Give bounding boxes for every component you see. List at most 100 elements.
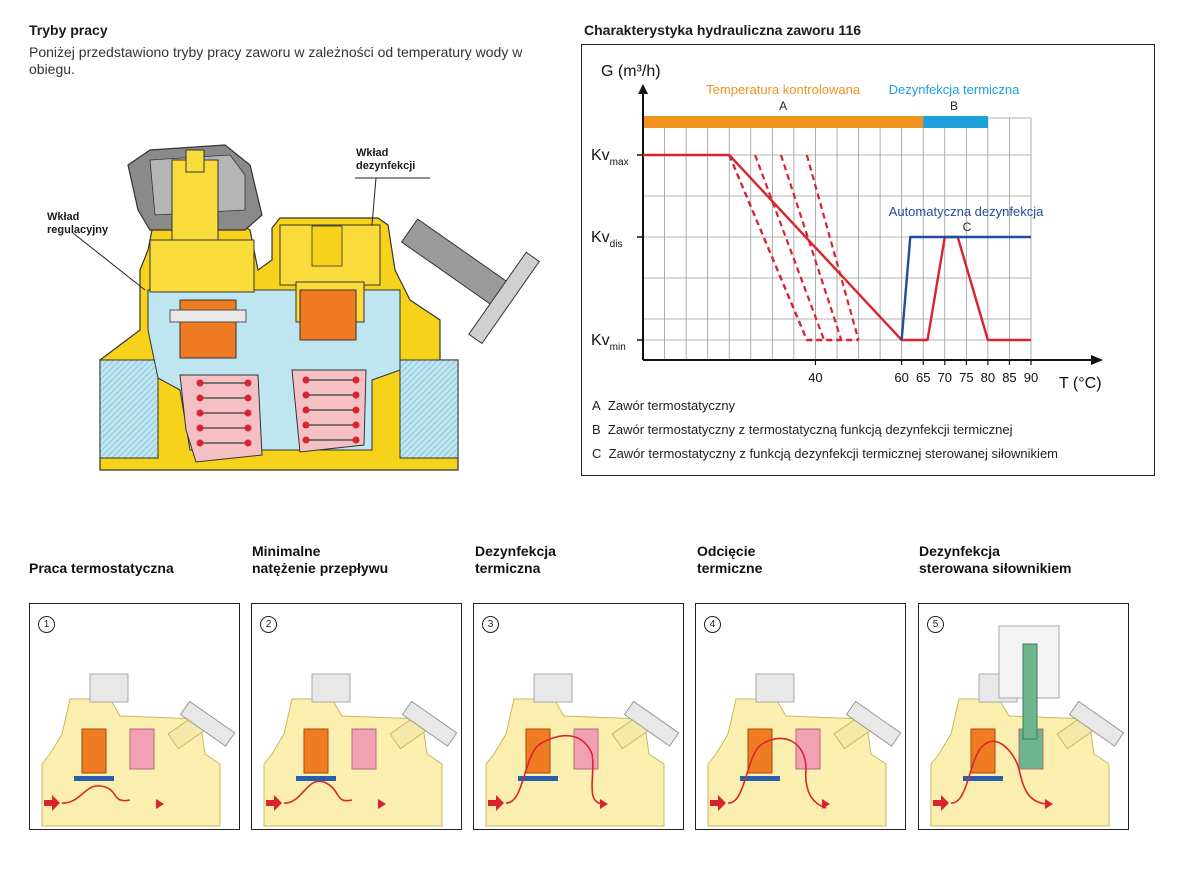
- flow-in-arrow-icon: [266, 795, 282, 811]
- mini-valve-diagram: [707, 673, 902, 827]
- mode-title-4: Odcięcie termiczne: [697, 543, 763, 576]
- mode-number-2: 2: [260, 616, 277, 633]
- disinfection-insert-label: Wkład dezynfekcji: [356, 147, 416, 172]
- annotation-letter: C: [963, 220, 972, 234]
- intro-text: Poniżej przedstawiono tryby pracy zaworu…: [29, 44, 523, 77]
- band-controlled-temperature: [643, 116, 924, 128]
- x-tick-label: 70: [938, 370, 952, 385]
- x-axis-title: T (°C): [1059, 375, 1102, 392]
- mode-number-1: 1: [38, 616, 55, 633]
- spring-coil: [352, 391, 360, 399]
- annotation-label: Automatyczna dezynfekcja: [889, 204, 1044, 219]
- mini-gauge: [833, 700, 902, 750]
- mini-disinfection-plug: [129, 728, 155, 770]
- mini-cap: [311, 673, 351, 703]
- mini-orange-plug: [303, 728, 329, 774]
- mini-actuator-stem: [1022, 643, 1038, 740]
- mode-panel-3: 3: [473, 603, 684, 830]
- spring-coil: [196, 409, 204, 417]
- page-title: Tryby pracy: [29, 22, 108, 38]
- flow-out-arrow-icon: [822, 799, 830, 809]
- x-axis-arrow: [1091, 355, 1103, 365]
- mini-valve-diagram: [263, 673, 458, 827]
- legend-c: C Zawór termostatyczny z funkcją dezynfe…: [592, 446, 1059, 461]
- flow-path: [61, 785, 131, 804]
- spring-coil: [244, 439, 252, 447]
- mini-orange-plug: [747, 728, 773, 774]
- band-b-letter: B: [950, 99, 958, 113]
- series-line-2: [900, 235, 1031, 341]
- spring-coil: [302, 391, 310, 399]
- chart-title: Charakterystyka hydrauliczna zaworu 116: [584, 22, 862, 38]
- flow-in-arrow-icon: [44, 795, 60, 811]
- mini-seal: [518, 776, 558, 781]
- y-tick-label: Kvdis: [591, 229, 622, 250]
- mini-cap: [533, 673, 573, 703]
- mini-seal: [740, 776, 780, 781]
- flow-path: [283, 780, 353, 804]
- series-dashed-fan-2: [779, 154, 843, 341]
- mini-orange-plug: [81, 728, 107, 774]
- mode-title-1: Praca termostatyczna: [29, 560, 174, 576]
- x-tick-label: 80: [981, 370, 995, 385]
- spring-coil: [244, 409, 252, 417]
- band-a-letter: A: [779, 99, 787, 113]
- mini-disinfection-plug: [795, 728, 821, 770]
- mode-number-4: 4: [704, 616, 721, 633]
- flow-out-arrow-icon: [600, 799, 608, 809]
- flow-path: [950, 740, 1050, 805]
- x-tick-label: 60: [894, 370, 908, 385]
- mini-seal: [296, 776, 336, 781]
- y-axis-title: G (m³/h): [601, 63, 661, 80]
- spring-coil: [302, 421, 310, 429]
- flow-in-arrow-icon: [710, 795, 726, 811]
- mini-valve-diagram: [930, 625, 1125, 827]
- mini-orange-plug: [970, 728, 996, 774]
- mini-seal: [74, 776, 114, 781]
- flow-out-arrow-icon: [1045, 799, 1053, 809]
- spring-coil: [196, 394, 204, 402]
- mini-valve-diagram: [485, 673, 680, 827]
- y-axis-arrow: [638, 84, 648, 94]
- series-dashed-fan-3: [805, 154, 860, 341]
- mode-title-3: Dezynfekcja termiczna: [475, 543, 556, 576]
- spring-coil: [352, 436, 360, 444]
- spring-coil: [352, 406, 360, 414]
- spring-coil: [302, 376, 310, 384]
- flow-in-arrow-icon: [933, 795, 949, 811]
- x-tick-label: 40: [808, 370, 822, 385]
- mode-number-3: 3: [482, 616, 499, 633]
- x-tick-label: 75: [959, 370, 973, 385]
- x-tick-label: 90: [1024, 370, 1038, 385]
- mini-gauge: [167, 700, 236, 750]
- x-tick-label: 85: [1002, 370, 1016, 385]
- chart-frame: [581, 44, 1155, 476]
- band-b-label: Dezynfekcja termiczna: [889, 82, 1021, 97]
- flow-out-arrow-icon: [378, 799, 386, 809]
- mini-gauge: [389, 700, 458, 750]
- mini-cap: [755, 673, 795, 703]
- band-a-label: Temperatura kontrolowana: [706, 82, 861, 97]
- mini-seal: [963, 776, 1003, 781]
- flow-path: [727, 737, 827, 809]
- y-tick-label: Kvmin: [591, 332, 626, 353]
- spring-coil: [244, 379, 252, 387]
- spring-coil: [196, 379, 204, 387]
- mini-valve-diagram: [41, 673, 236, 827]
- x-tick-label: 65: [916, 370, 930, 385]
- mode-panel-4: 4: [695, 603, 906, 830]
- spring-coil: [244, 424, 252, 432]
- mini-gauge: [611, 700, 680, 750]
- spring-coil: [244, 394, 252, 402]
- spring-coil: [196, 424, 204, 432]
- spring-coil: [302, 406, 310, 414]
- series-dashed-fan-1: [754, 154, 826, 341]
- legend-a: A Zawór termostatyczny: [592, 398, 736, 413]
- mini-gauge: [1056, 700, 1125, 750]
- mode-panel-1: 1: [29, 603, 240, 830]
- band-thermal-disinfection: [923, 116, 988, 128]
- spring-coil: [302, 436, 310, 444]
- spring-coil: [352, 421, 360, 429]
- mode-number-5: 5: [927, 616, 944, 633]
